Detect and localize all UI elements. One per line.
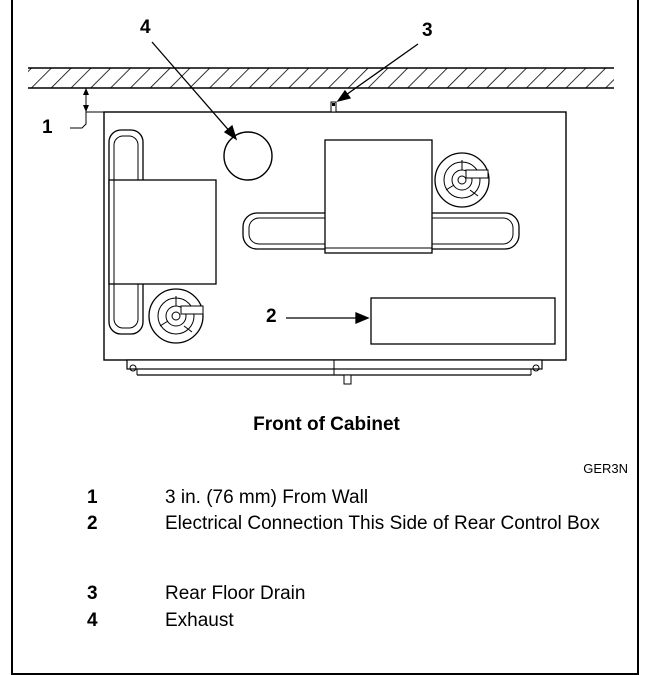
callout-3: 3 <box>422 20 433 41</box>
legend-number: 3 <box>87 583 98 604</box>
figure-code: GER3N <box>583 461 628 476</box>
cabinet-top-view-diagram <box>28 41 614 385</box>
control-box <box>370 297 556 345</box>
wall <box>28 67 614 89</box>
legend-text: Exhaust <box>165 610 234 631</box>
legend-text: Rear Floor Drain <box>165 583 306 604</box>
exhaust-circle <box>223 131 273 181</box>
left-drive-assembly <box>108 129 217 335</box>
callout-1: 1 <box>42 117 53 138</box>
legend-number: 2 <box>87 513 98 534</box>
callout-4: 4 <box>140 17 151 38</box>
leader-lines <box>151 41 419 324</box>
legend-number: 1 <box>87 487 98 508</box>
figure-caption: Front of Cabinet <box>253 414 400 435</box>
legend-text: 3 in. (76 mm) From Wall <box>165 487 369 508</box>
front-rail <box>126 359 543 385</box>
legend-number: 4 <box>87 610 98 631</box>
right-fan <box>434 152 490 208</box>
legend-text: Electrical Connection This Side of Rear … <box>165 513 600 534</box>
right-drive-assembly <box>242 139 520 254</box>
wall-clearance-dimension <box>70 88 104 129</box>
left-fan <box>148 288 204 344</box>
floor-drain <box>330 101 337 113</box>
figure-frame <box>11 0 639 675</box>
callout-2: 2 <box>266 306 277 327</box>
